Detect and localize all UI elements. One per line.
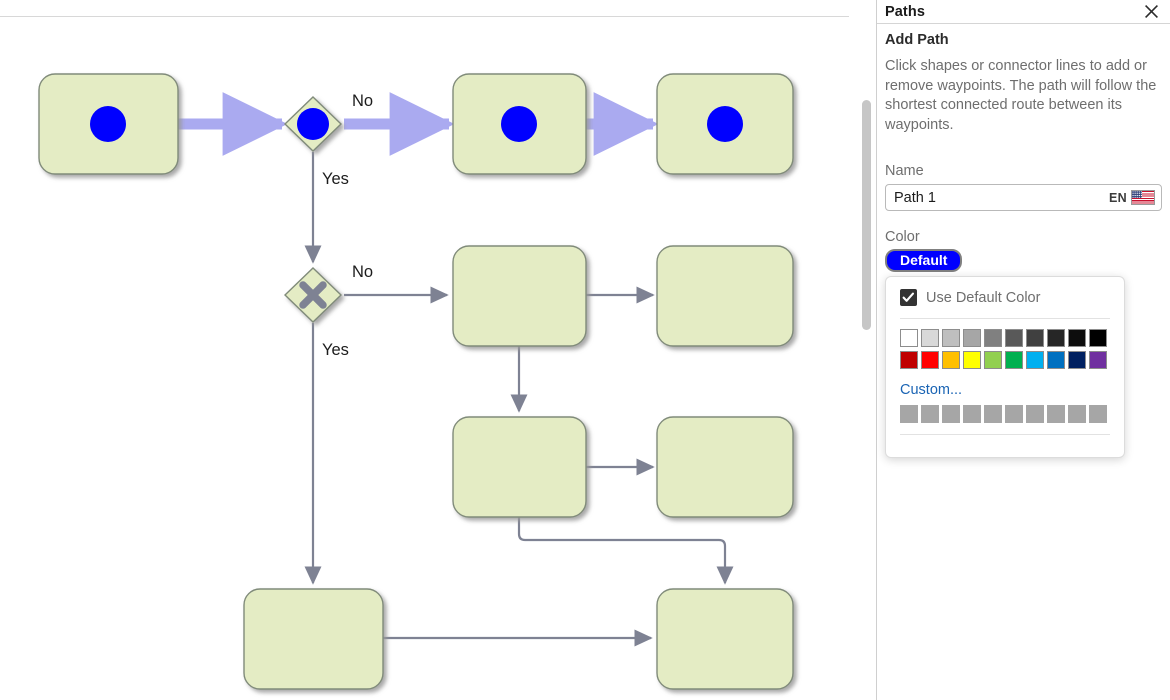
name-input[interactable] <box>894 189 1110 206</box>
swatch-gray-9[interactable] <box>1089 329 1107 347</box>
swatch-recent-0[interactable] <box>900 405 918 423</box>
diagram-canvas[interactable]: No Yes No Yes <box>0 0 866 700</box>
swatch-gray-8[interactable] <box>1068 329 1086 347</box>
panel-body: Add Path Click shapes or connector lines… <box>877 24 1170 272</box>
waypoint-marker-node-3[interactable] <box>707 106 743 142</box>
swatch-color-9[interactable] <box>1089 351 1107 369</box>
shape-node-8[interactable] <box>243 588 384 690</box>
waypoint-marker-node-2[interactable] <box>501 106 537 142</box>
use-default-color-label: Use Default Color <box>926 289 1041 306</box>
connector-n6-n9[interactable] <box>517 517 734 585</box>
shape-node-7[interactable] <box>656 416 794 518</box>
swatch-recent-1[interactable] <box>921 405 939 423</box>
us-flag-icon <box>1131 190 1155 205</box>
swatch-color-8[interactable] <box>1068 351 1086 369</box>
canvas-top-divider <box>0 16 849 17</box>
swatch-color-2[interactable] <box>942 351 960 369</box>
canvas-scrollbar-thumb[interactable] <box>862 100 871 330</box>
add-path-description: Click shapes or connector lines to add o… <box>885 58 1157 133</box>
canvas-scrollbar-track[interactable] <box>861 18 874 700</box>
swatch-gray-1[interactable] <box>921 329 939 347</box>
swatch-recent-4[interactable] <box>984 405 1002 423</box>
swatch-gray-4[interactable] <box>984 329 1002 347</box>
swatch-color-3[interactable] <box>963 351 981 369</box>
swatch-recent-9[interactable] <box>1089 405 1107 423</box>
custom-color-link[interactable]: Custom... <box>900 382 963 398</box>
popup-divider-bottom <box>900 434 1110 435</box>
swatch-color-1[interactable] <box>921 351 939 369</box>
edge-labels: No Yes No Yes <box>322 92 373 359</box>
waypoint-marker-node-1[interactable] <box>90 106 126 142</box>
swatch-recent-7[interactable] <box>1047 405 1065 423</box>
edge-label-no-2: No <box>352 263 373 281</box>
default-color-button[interactable]: Default <box>885 249 963 272</box>
flowchart-graphic[interactable]: No Yes No Yes <box>0 0 866 700</box>
swatch-color-7[interactable] <box>1047 351 1065 369</box>
edge-label-yes-2: Yes <box>322 341 349 359</box>
swatch-recent-8[interactable] <box>1068 405 1086 423</box>
color-picker-popup[interactable]: Use Default Color Custom... <box>885 276 1125 458</box>
panel-header: Paths <box>877 0 1170 24</box>
swatch-color-0[interactable] <box>900 351 918 369</box>
shape-node-5[interactable] <box>656 245 794 347</box>
swatch-color-4[interactable] <box>984 351 1002 369</box>
exclude-marker-decision-2[interactable] <box>299 281 327 309</box>
name-field-label: Name <box>885 163 924 179</box>
swatch-color-5[interactable] <box>1005 351 1023 369</box>
connectors[interactable] <box>304 152 734 647</box>
swatch-gray-2[interactable] <box>942 329 960 347</box>
color-swatch-row[interactable] <box>900 351 1110 369</box>
panel-title: Paths <box>885 3 925 20</box>
shape-node-4[interactable] <box>452 245 587 347</box>
shape-node-9[interactable] <box>656 588 794 690</box>
swatch-recent-6[interactable] <box>1026 405 1044 423</box>
shape-node-6[interactable] <box>452 416 587 518</box>
swatch-recent-5[interactable] <box>1005 405 1023 423</box>
swatch-gray-3[interactable] <box>963 329 981 347</box>
edge-label-yes-1: Yes <box>322 170 349 188</box>
add-path-heading: Add Path <box>885 32 949 48</box>
swatch-color-6[interactable] <box>1026 351 1044 369</box>
use-default-color-row[interactable]: Use Default Color <box>900 289 1110 306</box>
recent-swatch-row[interactable] <box>900 405 1110 423</box>
close-icon[interactable] <box>1142 3 1160 21</box>
grayscale-swatch-row[interactable] <box>900 329 1110 347</box>
swatch-gray-0[interactable] <box>900 329 918 347</box>
edge-label-no-1: No <box>352 92 373 110</box>
language-code-label: EN <box>1109 190 1127 205</box>
swatch-gray-6[interactable] <box>1026 329 1044 347</box>
use-default-color-checkbox[interactable] <box>900 289 917 306</box>
swatch-recent-2[interactable] <box>942 405 960 423</box>
swatch-gray-5[interactable] <box>1005 329 1023 347</box>
swatch-gray-7[interactable] <box>1047 329 1065 347</box>
swatch-recent-3[interactable] <box>963 405 981 423</box>
waypoint-marker-decision-1[interactable] <box>297 108 329 140</box>
popup-divider-top <box>900 318 1110 319</box>
flowchart-shapes[interactable] <box>38 73 794 690</box>
name-field-wrapper[interactable]: EN <box>885 184 1162 211</box>
color-field-label: Color <box>885 229 920 245</box>
